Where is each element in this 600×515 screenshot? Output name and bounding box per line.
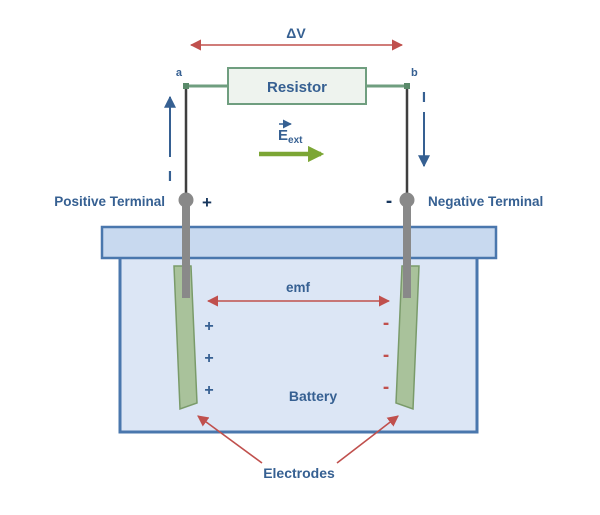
resistor-label: Resistor [267,79,327,96]
left-terminal-post [182,198,190,298]
minus-charge: - [383,313,389,334]
e-ext-main: E [278,127,288,144]
battery-lid [100,225,498,260]
positive-terminal-label: Positive Terminal [54,194,165,209]
left-electrode-charges: + + + [204,318,213,399]
minus-charge: - [383,377,389,398]
left-terminal-ball [178,192,194,208]
negative-terminal-label: Negative Terminal [428,194,543,209]
positive-terminal-sign: + [202,193,212,212]
minus-charge: - [383,345,389,366]
right-electrode [395,265,420,411]
current-left-label: I [168,168,172,185]
plus-charge: + [204,318,213,335]
electrode-pointer-left [197,415,263,464]
right-electrode-charges: - - - [383,313,389,398]
point-a-label: a [176,67,183,79]
plus-charge: + [204,382,213,399]
e-ext-subscript: ext [288,135,303,146]
electrode-pointer-right [336,415,399,464]
emf-label: emf [286,280,311,295]
battery-label: Battery [289,388,337,404]
delta-v-label: ΔV [286,25,306,41]
point-b-label: b [411,67,418,79]
junction-b-dot [404,83,410,89]
plus-charge: + [204,350,213,367]
resistor-box [227,67,367,105]
right-terminal-ball [399,192,415,208]
electrodes-label: Electrodes [263,465,335,481]
e-ext-label: Eext [278,127,303,146]
junction-a-dot [183,83,189,89]
current-right-label: I [422,89,426,106]
right-terminal-post [403,198,411,298]
negative-terminal-sign: - [386,191,392,212]
